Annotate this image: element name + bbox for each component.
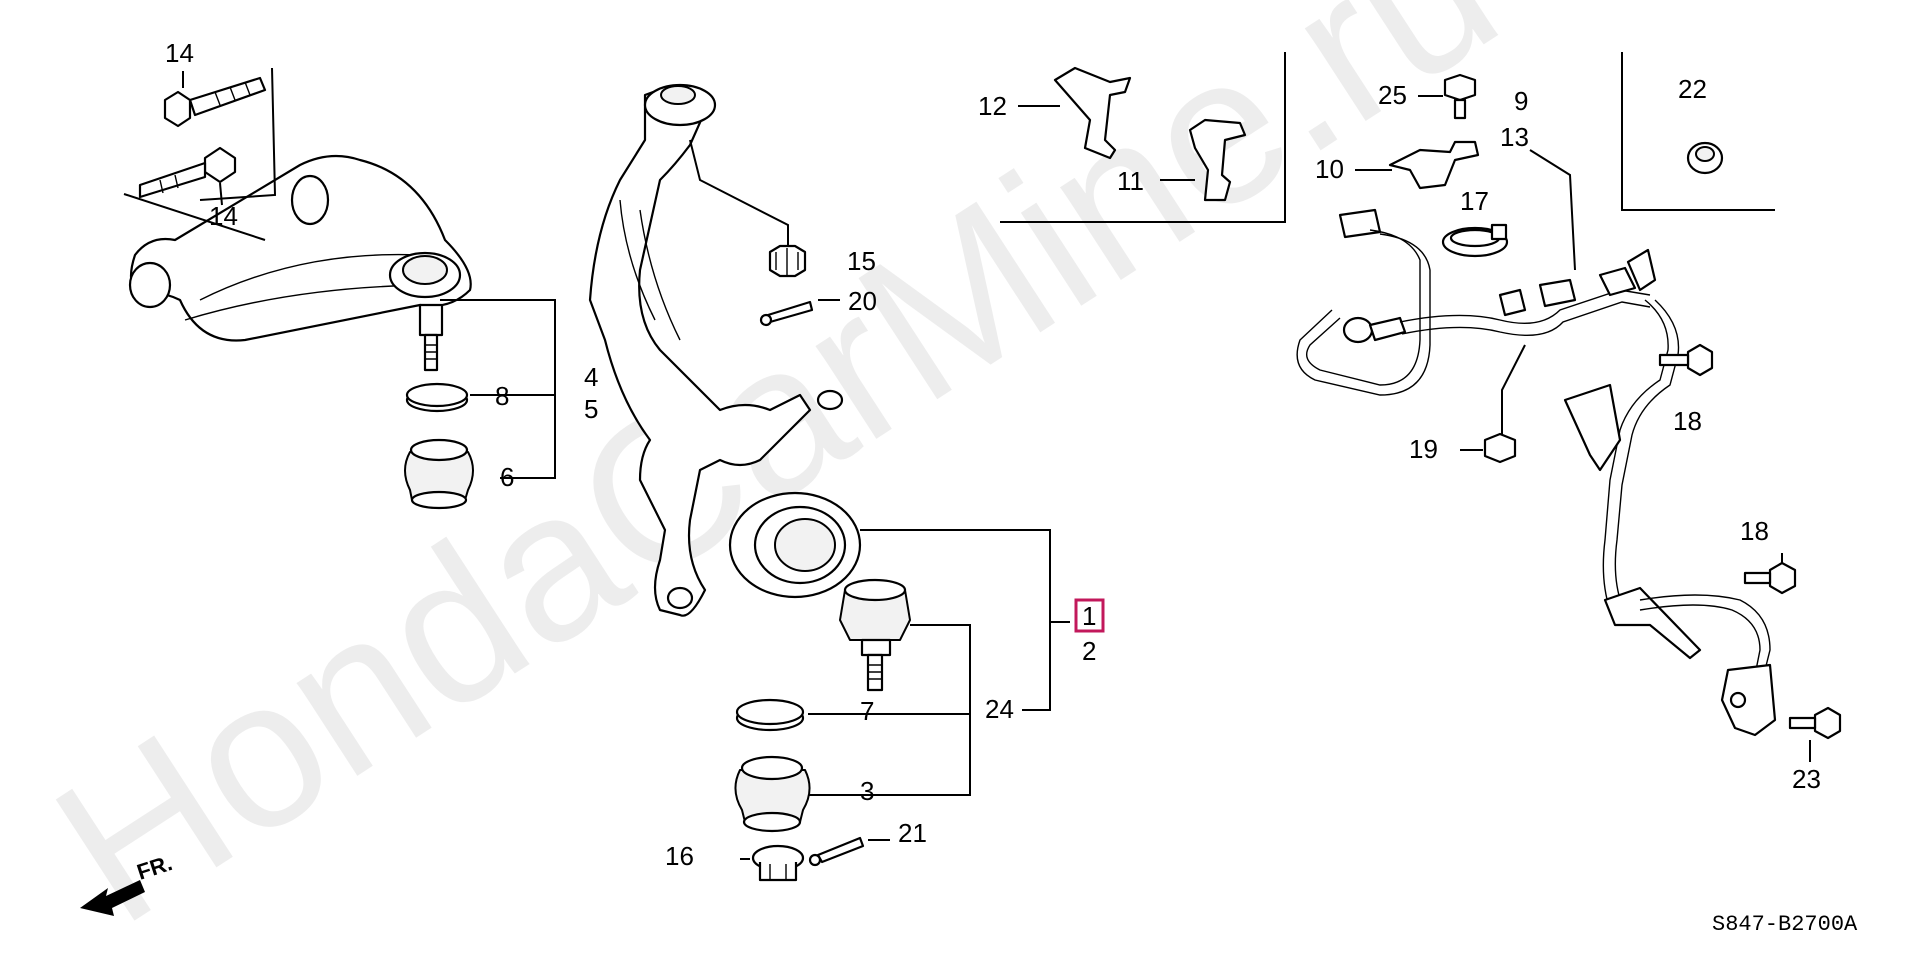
callout-22[interactable]: 22	[1678, 74, 1707, 104]
callout-21[interactable]: 21	[898, 818, 927, 848]
callout-1-highlight	[1074, 598, 1105, 633]
callout-4[interactable]: 4	[584, 362, 598, 392]
clamp-10[interactable]	[1388, 140, 1480, 190]
callout-17[interactable]: 17	[1460, 186, 1489, 216]
boot-clip-7[interactable]	[735, 698, 805, 732]
callout-16[interactable]: 16	[665, 841, 694, 871]
bracket-11[interactable]	[1188, 118, 1247, 202]
nut-19[interactable]	[1483, 432, 1517, 464]
callout-19[interactable]: 19	[1409, 434, 1438, 464]
ball-joint-upper[interactable]	[418, 303, 444, 372]
cotter-pin-21[interactable]	[808, 836, 865, 867]
callout-2[interactable]: 2	[1082, 636, 1096, 666]
bolt-23[interactable]	[1788, 706, 1842, 740]
callout-6[interactable]: 6	[500, 462, 514, 492]
callout-7[interactable]: 7	[860, 696, 874, 726]
diagram-code: S847-B2700A	[1712, 912, 1858, 937]
callout-8[interactable]: 8	[495, 381, 509, 411]
boot-clip-8[interactable]	[405, 382, 469, 413]
callout-11[interactable]: 11	[1117, 166, 1144, 196]
callout-3[interactable]: 3	[860, 776, 874, 806]
dust-boot-6[interactable]	[404, 438, 474, 510]
callout-25[interactable]: 25	[1378, 80, 1407, 110]
callout-18a[interactable]: 18	[1673, 406, 1702, 436]
callout-14b[interactable]: 14	[209, 201, 238, 231]
ball-joint-lower[interactable]	[839, 578, 911, 692]
bolt-18-upper[interactable]	[1658, 343, 1714, 377]
callout-10[interactable]: 10	[1315, 154, 1344, 184]
cotter-pin-20[interactable]	[759, 300, 814, 327]
callout-5[interactable]: 5	[584, 394, 598, 424]
callout-24[interactable]: 24	[985, 694, 1014, 724]
callout-20[interactable]: 20	[848, 286, 877, 316]
callout-14a[interactable]: 14	[165, 38, 194, 68]
callout-23[interactable]: 23	[1792, 764, 1821, 794]
bolt-14-top[interactable]	[163, 76, 267, 128]
bolt-14-bottom[interactable]	[138, 146, 237, 199]
upper-control-arm[interactable]	[128, 154, 472, 342]
callout-9[interactable]: 9	[1514, 86, 1528, 116]
castle-nut-15[interactable]	[768, 244, 807, 278]
callout-15[interactable]: 15	[847, 246, 876, 276]
callout-18b[interactable]: 18	[1740, 516, 1769, 546]
abs-wire-harness[interactable]	[1296, 208, 1777, 737]
callout-12[interactable]: 12	[978, 91, 1007, 121]
dust-boot-3[interactable]	[734, 755, 811, 833]
castle-nut-16[interactable]	[751, 844, 805, 882]
clip-17[interactable]	[1441, 223, 1509, 258]
callout-1[interactable]: 1	[1082, 601, 1096, 631]
bracket-12[interactable]	[1053, 66, 1132, 160]
bolt-18-lower[interactable]	[1743, 561, 1797, 595]
nut-22[interactable]	[1686, 141, 1724, 175]
callout-13[interactable]: 13	[1500, 122, 1529, 152]
steering-knuckle[interactable]	[588, 83, 862, 617]
nut-25[interactable]	[1443, 73, 1477, 120]
